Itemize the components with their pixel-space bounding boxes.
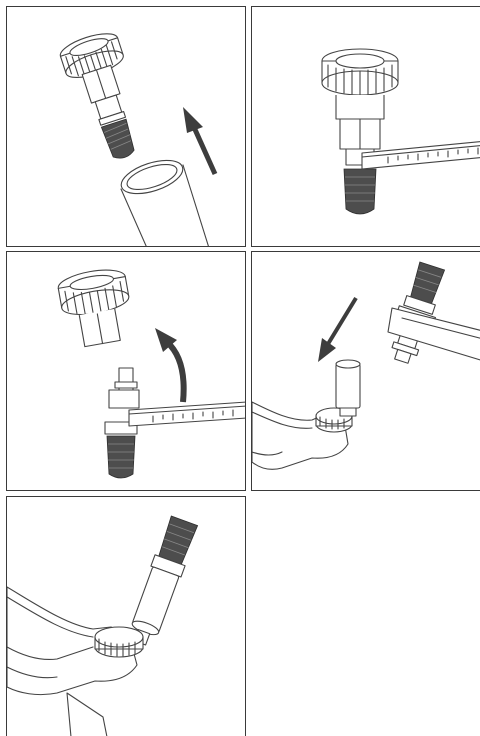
contra-angle-handpiece bbox=[252, 360, 360, 469]
direction-arrow-up bbox=[183, 107, 215, 174]
vial-tube bbox=[117, 154, 209, 247]
torque-wrench bbox=[129, 402, 246, 426]
step-5-panel bbox=[6, 496, 246, 736]
contra-angle-handpiece bbox=[7, 587, 143, 736]
step-1-panel bbox=[6, 6, 246, 247]
direction-arrow-down bbox=[318, 298, 356, 362]
step-2-illustration bbox=[252, 7, 480, 247]
step-3-panel bbox=[6, 251, 246, 491]
rotate-arrow bbox=[155, 328, 184, 402]
implant-on-adapter bbox=[125, 515, 200, 648]
step-2-panel bbox=[251, 6, 480, 247]
step-1-illustration bbox=[7, 7, 246, 247]
step-3-illustration bbox=[7, 252, 246, 491]
step-5-illustration bbox=[7, 497, 246, 736]
implant-carrier bbox=[57, 28, 153, 166]
step-4-panel bbox=[251, 251, 480, 491]
step-4-illustration bbox=[252, 252, 480, 491]
implant-carrier bbox=[322, 49, 398, 214]
carrier-cap bbox=[56, 266, 136, 350]
